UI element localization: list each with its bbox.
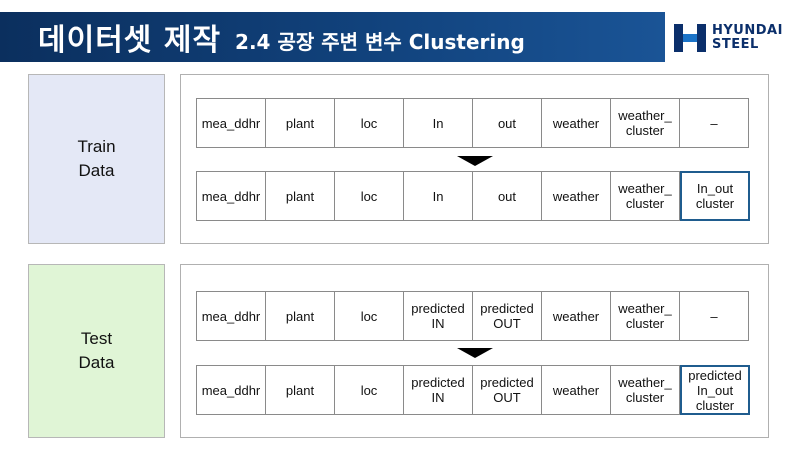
- down-arrow-icon: [457, 348, 493, 358]
- train-label-line-2: Data: [78, 161, 115, 180]
- down-arrow-icon: [457, 156, 493, 166]
- column-cell: weather: [541, 291, 611, 341]
- column-cell: mea_ddhr: [196, 98, 266, 148]
- new-feature-cell: predicted In_out cluster: [680, 365, 750, 415]
- logo-line-1: HYUNDAI: [712, 23, 783, 38]
- hyundai-steel-logo-icon: [674, 24, 706, 52]
- column-cell: mea_ddhr: [196, 171, 266, 221]
- train-label-line-1: Train: [77, 137, 116, 156]
- column-cell: loc: [334, 98, 404, 148]
- logo-line-2: STEEL: [712, 37, 759, 52]
- column-cell: mea_ddhr: [196, 365, 266, 415]
- test-data-label: Test Data: [28, 264, 165, 438]
- column-cell: weather_ cluster: [610, 365, 680, 415]
- column-cell: –: [679, 291, 749, 341]
- column-cell: weather: [541, 365, 611, 415]
- column-cell: loc: [334, 291, 404, 341]
- column-cell: loc: [334, 171, 404, 221]
- company-logo: HYUNDAI STEEL: [672, 18, 792, 58]
- column-cell: predicted IN: [403, 291, 473, 341]
- column-cell: predicted IN: [403, 365, 473, 415]
- test-label-line-1: Test: [80, 329, 113, 348]
- column-cell: predicted OUT: [472, 365, 542, 415]
- column-cell: weather_ cluster: [610, 98, 680, 148]
- column-cell: mea_ddhr: [196, 291, 266, 341]
- page-title: 데이터셋 제작: [38, 23, 222, 58]
- new-feature-cell: In_out cluster: [680, 171, 750, 221]
- column-cell: weather: [541, 98, 611, 148]
- column-cell: out: [472, 171, 542, 221]
- train-data-label: Train Data: [28, 74, 165, 244]
- column-cell: weather_ cluster: [610, 171, 680, 221]
- column-cell: –: [679, 98, 749, 148]
- column-cell: plant: [265, 98, 335, 148]
- logo-text: HYUNDAI STEEL: [712, 24, 783, 52]
- column-cell: loc: [334, 365, 404, 415]
- test-label-line-2: Data: [78, 353, 115, 372]
- column-cell: predicted OUT: [472, 291, 542, 341]
- column-cell: plant: [265, 291, 335, 341]
- title-bar: 데이터셋 제작 2.4 공장 주변 변수 Clustering: [0, 12, 665, 62]
- column-cell: In: [403, 171, 473, 221]
- column-cell: plant: [265, 365, 335, 415]
- column-cell: weather_ cluster: [610, 291, 680, 341]
- column-cell: weather: [541, 171, 611, 221]
- column-cell: In: [403, 98, 473, 148]
- column-cell: plant: [265, 171, 335, 221]
- column-cell: out: [472, 98, 542, 148]
- page-subtitle: 2.4 공장 주변 변수 Clustering: [235, 29, 525, 54]
